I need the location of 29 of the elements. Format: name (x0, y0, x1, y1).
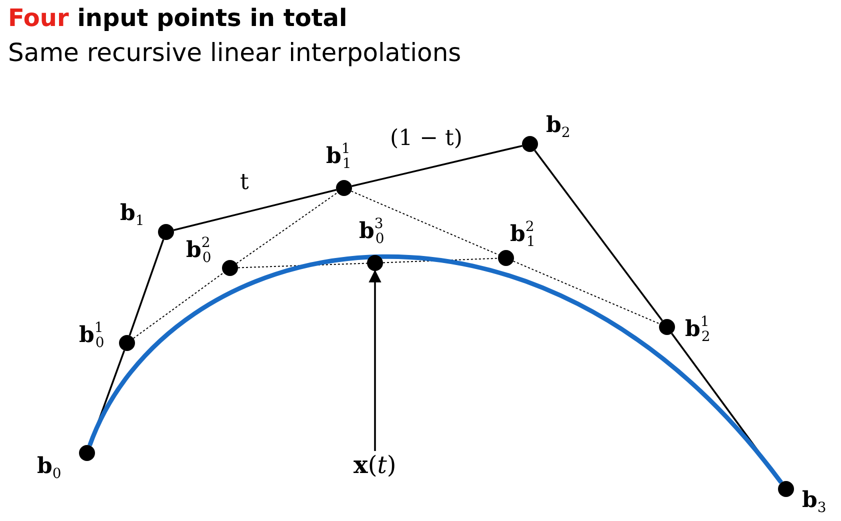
title: Four input points in total (8, 4, 348, 32)
point-label: b$_{1}$ (120, 202, 144, 228)
curve-point-label: x(t) (354, 453, 396, 477)
edge-label: (1 − t) (390, 128, 462, 150)
dotted-line (350, 190, 500, 256)
dotted-line (236, 192, 338, 264)
arrow (368, 270, 382, 451)
control-point (498, 250, 514, 266)
bezier-curve (88, 254, 783, 484)
control-point (367, 255, 383, 271)
control-point (336, 180, 352, 196)
control-point (222, 260, 238, 276)
dotted-line (512, 260, 660, 324)
point-label: b$_{0}$ (37, 455, 62, 481)
point-label: b$_{3}$ (802, 489, 826, 515)
line-segment (174, 189, 336, 231)
control-point (158, 224, 174, 240)
dotted-line (132, 272, 224, 339)
line-segment (128, 239, 164, 336)
control-point (79, 445, 95, 461)
subtitle: Same recursive linear interpolations (8, 38, 462, 67)
line-segment (534, 150, 663, 322)
line-segment (352, 144, 522, 188)
control-point (522, 136, 538, 152)
control-point (778, 481, 794, 497)
control-point (119, 335, 135, 351)
control-point (659, 319, 675, 335)
dotted-line (238, 262, 368, 268)
point-label: b$_{2}$ (546, 114, 570, 140)
